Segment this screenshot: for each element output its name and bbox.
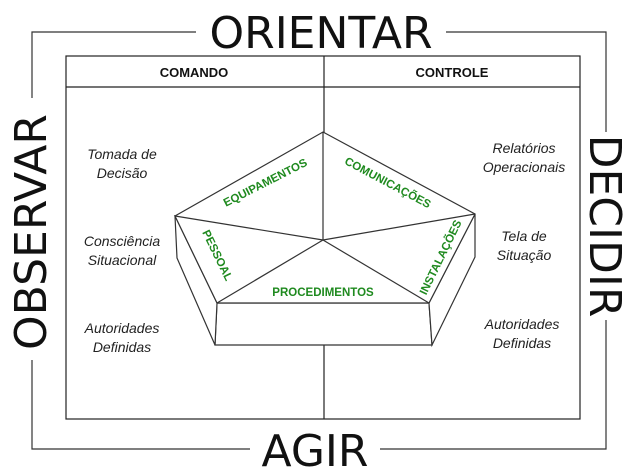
left-item-2-line1: Consciência	[84, 233, 160, 249]
left-item-1-line2: Decisão	[97, 165, 148, 181]
header-controle: CONTROLE	[416, 65, 489, 80]
label-decidir: DECIDIR	[579, 135, 630, 318]
pentagon-prism	[173, 131, 476, 348]
right-item-3-line1: Autoridades	[484, 316, 560, 332]
right-items: Relatórios Operacionais Tela de Situação…	[483, 140, 566, 351]
pentagon-front-face	[214, 302, 433, 346]
right-item-2-line2: Situação	[497, 247, 552, 263]
label-observar: OBSERVAR	[6, 114, 57, 350]
left-items: Tomada de Decisão Consciência Situaciona…	[84, 146, 161, 355]
left-item-3-line2: Definidas	[93, 339, 151, 355]
label-procedimentos: PROCEDIMENTOS	[272, 287, 374, 299]
left-item-3-line1: Autoridades	[84, 320, 160, 336]
label-orientar: ORIENTAR	[209, 8, 432, 59]
label-agir: AGIR	[262, 426, 369, 468]
right-item-3-line2: Definidas	[493, 335, 551, 351]
header-comando: COMANDO	[160, 65, 229, 80]
left-item-2-line2: Situacional	[88, 252, 157, 268]
left-item-1-line1: Tomada de	[87, 146, 157, 162]
right-item-1-line2: Operacionais	[483, 159, 566, 175]
pentagon-spokes	[174, 132, 476, 304]
right-item-1-line1: Relatórios	[492, 140, 555, 156]
right-item-2-line1: Tela de	[501, 228, 547, 244]
pentagon-top-face	[174, 131, 476, 304]
outer-frame	[31, 31, 607, 450]
